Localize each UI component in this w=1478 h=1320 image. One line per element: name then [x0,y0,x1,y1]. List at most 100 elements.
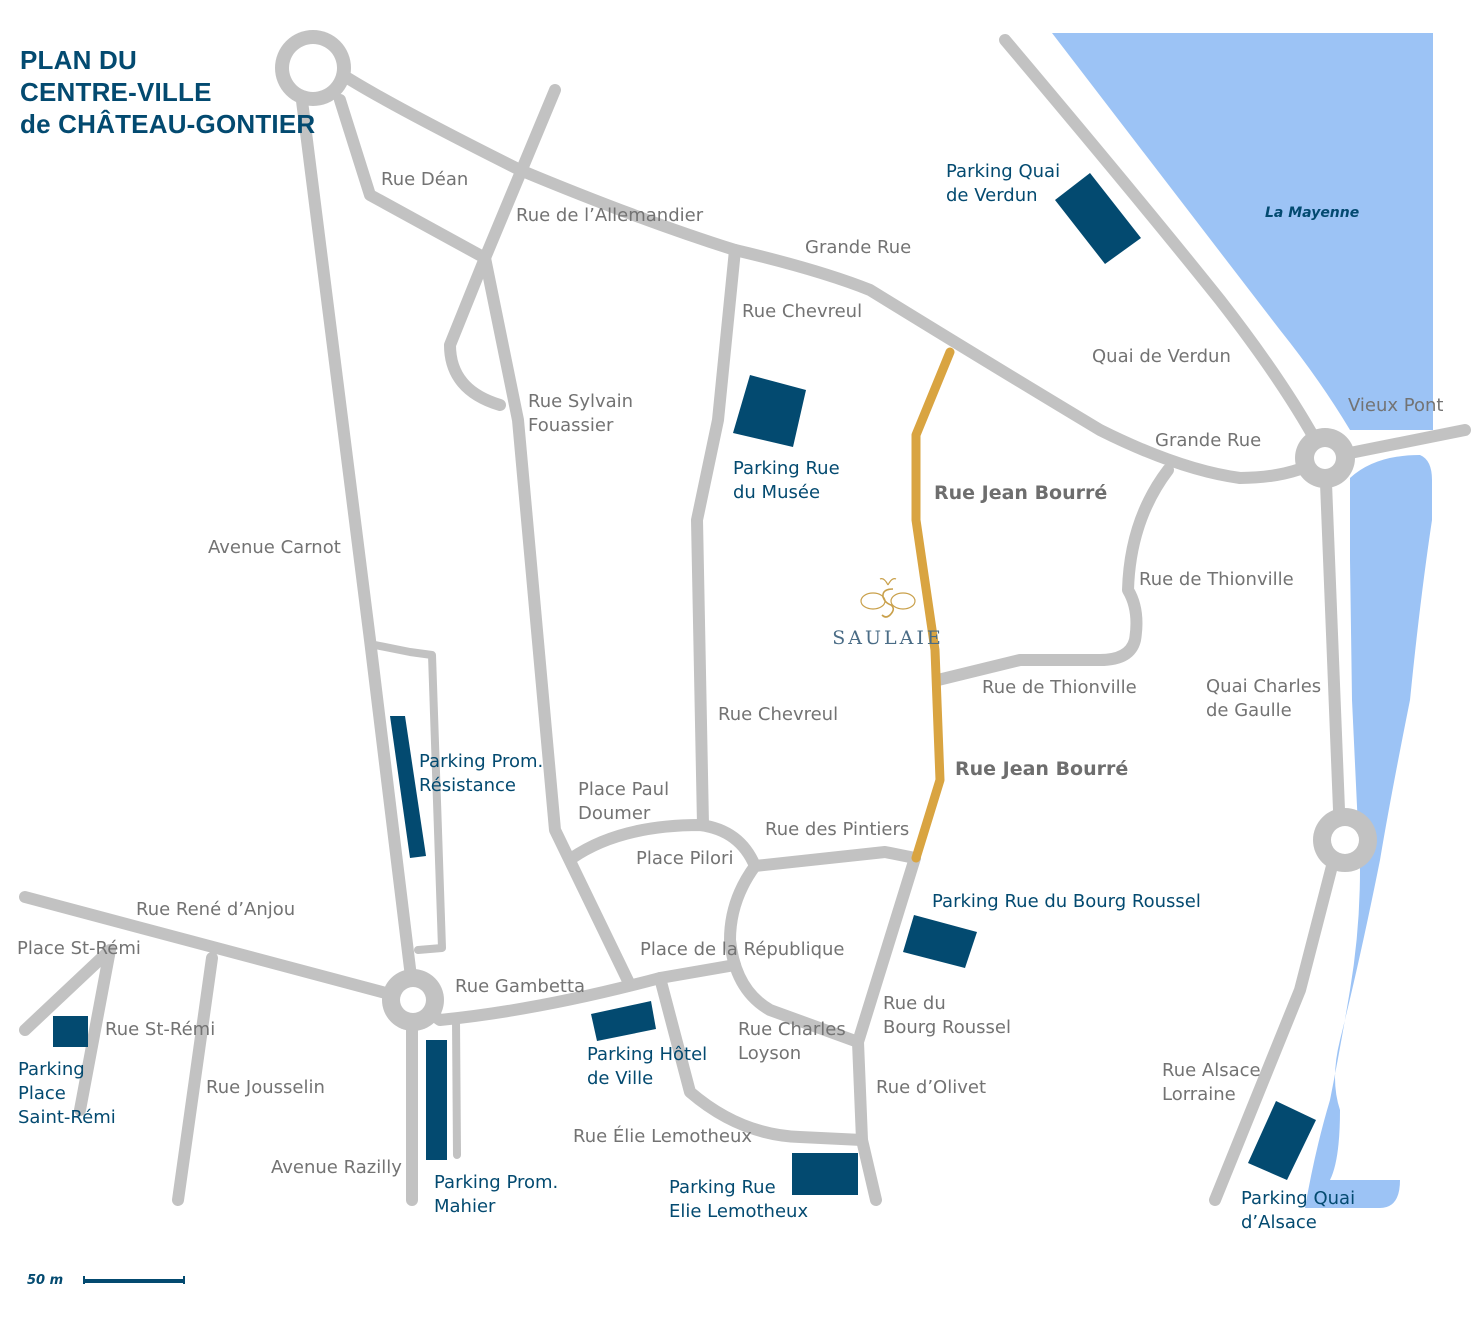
street-rue-bourg-2: Bourg Roussel [883,1017,1011,1038]
street-rue-alsace-1: Rue Alsace [1162,1060,1261,1081]
street-rue-gambetta: Rue Gambetta [455,976,586,997]
parking-resistance-label-2: Résistance [419,775,516,796]
street-rue-thionville-1: Rue de Thionville [1139,569,1294,590]
street-avenue-carnot: Avenue Carnot [208,537,341,558]
roundabout-vieux-pont-center [1314,447,1336,469]
street-rue-sylvain-2: Fouassier [528,415,614,436]
road-rue-dean [334,94,491,264]
map-title: PLAN DU CENTRE-VILLE de CHÂTEAU-GONTIER [20,44,315,140]
parking-hotel-ville-label-1: Parking Hôtel [587,1044,708,1065]
road-quai-charles [1209,452,1346,1206]
river-label: La Mayenne [1265,205,1360,221]
parking-saint-remi-marker[interactable] [53,1016,88,1047]
road-avenue-carnot [294,79,418,991]
bee-icon [860,578,916,618]
roundabout-gambetta-center [400,987,426,1013]
parking-bourg-roussel-marker[interactable] [903,915,977,968]
street-rue-jean-bourre-2: Rue Jean Bourré [955,758,1129,780]
parking-hotel-ville-label-2: de Ville [587,1068,654,1089]
street-rue-allemandier: Rue de l’Allemandier [516,205,704,226]
street-rue-olivet: Rue d’Olivet [876,1077,987,1098]
road-bourg-roussel [852,852,921,1206]
parking-resistance-marker[interactable] [390,716,426,858]
logo-wordmark: SAULAIE [832,627,944,649]
roads [19,34,1471,1206]
parking-saint-remi-label-2: Place [18,1083,66,1104]
street-rue-alsace-2: Lorraine [1162,1084,1236,1105]
street-grande-rue-1: Grande Rue [805,237,912,258]
street-quai-charles-2: de Gaulle [1206,700,1292,721]
road-place-paul-doumer [566,819,921,872]
street-grande-rue-2: Grande Rue [1155,430,1262,451]
parking-elie-label-1: Parking Rue [669,1177,776,1198]
title-line-2: CENTRE-VILLE [20,77,212,107]
title-line-3: de CHÂTEAU-GONTIER [20,109,316,139]
parking-mahier-marker[interactable] [426,1040,447,1160]
street-place-paul-1: Place Paul [578,779,670,800]
parking-quai-alsace-marker[interactable] [1248,1101,1316,1180]
street-quai-verdun: Quai de Verdun [1092,346,1231,367]
street-avenue-razilly: Avenue Razilly [271,1157,402,1178]
parking-musee-label-1: Parking Rue [733,458,840,479]
parking-saint-remi-label-3: Saint-Rémi [18,1107,116,1128]
parking-quai-verdun-label-1: Parking Quai [946,161,1061,182]
road-elie-lemotheux [654,972,868,1146]
parking-hotel-ville-marker[interactable] [591,1001,656,1041]
road-quai-verdun [999,34,1331,464]
street-rue-pintiers: Rue des Pintiers [765,819,910,840]
road-st-remi-diag [19,944,116,1116]
street-rue-st-remi: Rue St-Rémi [105,1019,216,1040]
parking-quai-verdun-marker[interactable] [1055,173,1141,264]
road-allemandier [444,84,561,411]
road-rue-jean-bourre [911,347,955,863]
street-rue-thionville-2: Rue de Thionville [982,677,1137,698]
street-rue-jean-bourre-1: Rue Jean Bourré [934,482,1108,504]
road-rene-anjou [19,891,418,1006]
street-place-pilori: Place Pilori [636,848,734,869]
saulaie-logo[interactable]: SAULAIE [830,575,946,649]
street-place-paul-2: Doumer [578,803,651,824]
street-vieux-pont: Vieux Pont [1348,395,1444,416]
parking-bourg-roussel-label: Parking Rue du Bourg Roussel [932,891,1201,912]
road-promenade-resistance [371,641,446,954]
roundabout-northwest-center [289,44,337,92]
scale-label: 50 m [27,1273,64,1288]
road-rue-chevreul [691,244,741,831]
street-place-republique: Place de la République [640,939,845,960]
roundabouts [275,30,1377,1031]
street-rue-bourg-1: Rue du [883,993,946,1014]
parking-quai-alsace-label-1: Parking Quai [1241,1188,1356,1209]
street-rue-charles-2: Loyson [738,1043,802,1064]
parking-mahier-label-1: Parking Prom. [434,1172,559,1193]
scale-bar [83,1276,185,1284]
street-rue-jousselin: Rue Jousselin [206,1077,325,1098]
title-line-1: PLAN DU [20,45,137,75]
street-place-st-remi: Place St-Rémi [17,938,141,959]
parking-saint-remi-label-1: Parking [18,1059,85,1080]
street-rue-chevreul-1: Rue Chevreul [742,301,863,322]
parkings [53,173,1316,1195]
road-thionville [932,464,1174,686]
street-quai-charles-1: Quai Charles [1206,676,1322,697]
parking-musee-label-2: du Musée [733,482,821,503]
parking-elie-marker[interactable] [792,1153,858,1195]
parking-mahier-label-2: Mahier [434,1196,496,1217]
road-sylvain-fouassier [479,252,636,991]
street-rue-charles-1: Rue Charles [738,1019,846,1040]
parking-quai-verdun-label-2: de Verdun [946,185,1038,206]
street-rue-elie: Rue Élie Lemotheux [573,1126,753,1147]
street-rue-dean: Rue Déan [381,169,469,190]
road-pilori-loop [724,860,864,1048]
parking-elie-label-2: Elie Lemotheux [669,1201,809,1222]
road-jousselin [172,952,218,1206]
road-promenade-mahier [452,1016,461,1159]
street-rue-rene-anjou: Rue René d’Anjou [136,899,296,920]
parking-musee-marker[interactable] [733,375,806,447]
river-mayenne-north [1052,33,1433,430]
parking-quai-alsace-label-2: d’Alsace [1241,1212,1317,1233]
street-rue-sylvain-1: Rue Sylvain [528,391,634,412]
roundabout-quai-center [1331,826,1359,854]
street-rue-chevreul-2: Rue Chevreul [718,704,839,725]
parking-resistance-label-1: Parking Prom. [419,751,544,772]
